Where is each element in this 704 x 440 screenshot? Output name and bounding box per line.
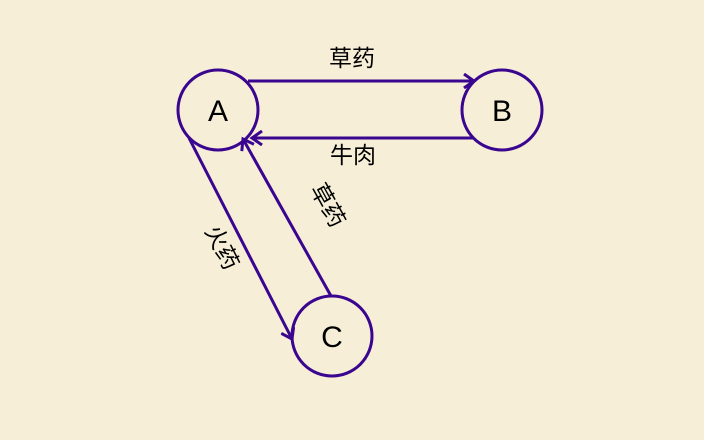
edge-b-to-a-label: 牛肉 bbox=[330, 143, 376, 169]
node-c-circle bbox=[290, 294, 374, 378]
node-b-label: B bbox=[492, 95, 512, 128]
node-a-circle bbox=[176, 68, 260, 152]
edge-a-to-c-line bbox=[187, 137, 292, 339]
edge-a-to-b-label: 草药 bbox=[329, 46, 375, 72]
node-b-circle bbox=[460, 68, 544, 152]
edge-a-to-c: 火药 bbox=[187, 137, 292, 339]
edge-a-to-b: 草药 bbox=[248, 46, 474, 81]
node-c: C bbox=[290, 294, 374, 378]
node-b: B bbox=[460, 68, 544, 152]
node-a-label: A bbox=[208, 95, 228, 128]
edge-c-to-a-label: 草药 bbox=[305, 179, 350, 232]
node-c-label: C bbox=[321, 321, 343, 354]
edge-b-to-a: 牛肉 bbox=[252, 138, 474, 169]
edge-c-to-a-line bbox=[243, 139, 333, 297]
node-a: A bbox=[176, 68, 260, 152]
